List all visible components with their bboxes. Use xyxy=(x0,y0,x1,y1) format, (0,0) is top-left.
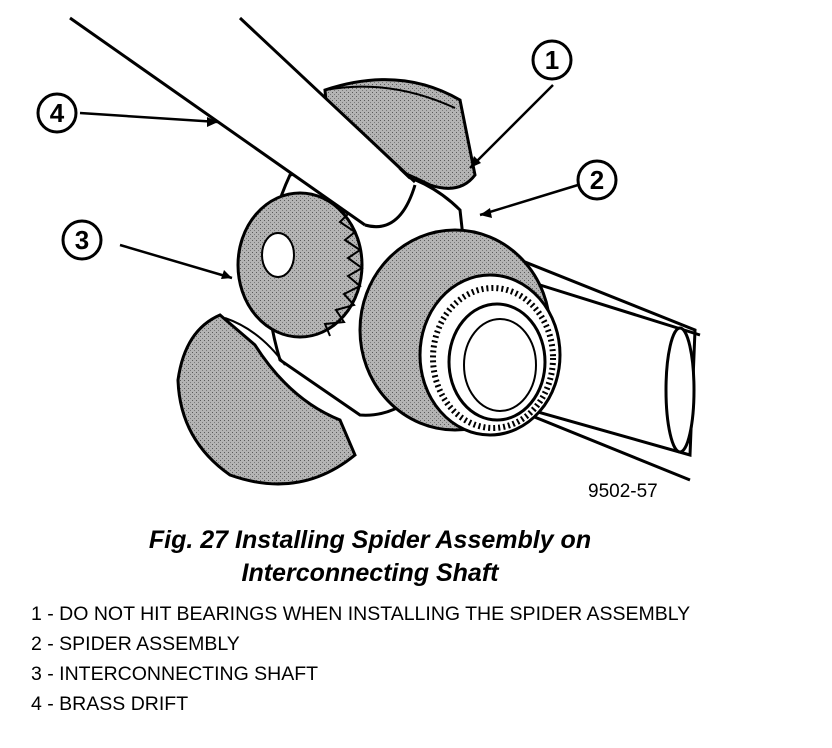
callout-leader-4 xyxy=(79,111,219,127)
callout-3: 3 xyxy=(61,219,103,261)
right-bearing-cup xyxy=(358,228,562,437)
legend-item: 2 - SPIDER ASSEMBLY xyxy=(31,633,240,655)
callout-1-label: 1 xyxy=(545,45,559,75)
callout-2-label: 2 xyxy=(590,165,604,195)
figure-id-label: 9502-57 xyxy=(588,481,658,502)
spider-assembly-illustration: 1 2 3 4 9502-57 xyxy=(36,16,701,502)
callout-leader-1 xyxy=(469,84,554,169)
legend-list: 1 - DO NOT HIT BEARINGS WHEN INSTALLING … xyxy=(31,604,811,724)
callout-3-label: 3 xyxy=(75,225,89,255)
legend-item: 1 - DO NOT HIT BEARINGS WHEN INSTALLING … xyxy=(31,603,691,625)
callout-leader-3 xyxy=(119,243,233,280)
shaft-spline-end xyxy=(236,191,364,339)
callout-4: 4 xyxy=(36,92,78,134)
callout-2: 2 xyxy=(576,159,618,201)
caption-line-2: Interconnecting Shaft xyxy=(241,559,499,587)
callout-leader-2 xyxy=(479,183,579,218)
callout-1: 1 xyxy=(531,39,573,81)
figure-caption: Fig. 27 Installing Spider Assembly on In… xyxy=(0,524,740,590)
lower-bearing-cap xyxy=(176,313,357,486)
callout-4-label: 4 xyxy=(50,98,65,128)
legend-item: 3 - INTERCONNECTING SHAFT xyxy=(31,663,319,685)
legend-item: 4 - BRASS DRIFT xyxy=(31,693,189,715)
caption-line-1: Fig. 27 Installing Spider Assembly on xyxy=(148,526,592,554)
